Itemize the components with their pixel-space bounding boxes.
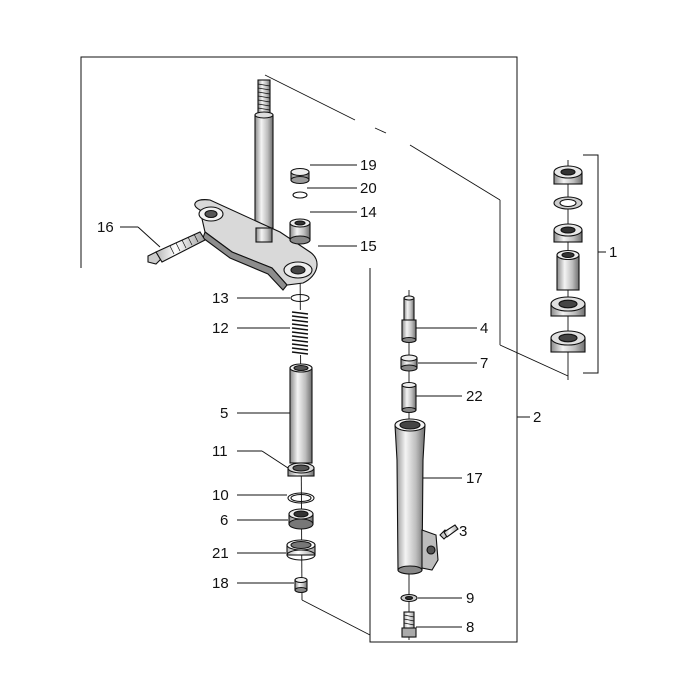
bearing-set-bracket xyxy=(583,154,599,374)
label-6: 6 xyxy=(220,512,228,529)
washer-9 xyxy=(400,593,418,603)
bushing-14 xyxy=(289,218,311,245)
bearing-set-1 xyxy=(550,165,586,353)
assembly-bracket-outline xyxy=(80,56,518,643)
steering-stem xyxy=(254,79,274,241)
fork-leg-17 xyxy=(394,418,439,575)
label-16: 16 xyxy=(97,219,114,236)
spring-12 xyxy=(291,310,309,355)
label-11: 11 xyxy=(212,443,228,460)
label-10: 10 xyxy=(212,487,229,504)
label-5: 5 xyxy=(220,405,228,422)
fork-yoke xyxy=(194,199,318,291)
screw-3 xyxy=(439,524,459,540)
bolt-8 xyxy=(401,611,417,638)
label-2: 2 xyxy=(533,409,541,426)
label-13: 13 xyxy=(212,290,229,307)
label-4: 4 xyxy=(480,320,488,337)
bushing-18 xyxy=(294,576,308,594)
seal-11 xyxy=(287,462,315,477)
label-18: 18 xyxy=(212,575,229,592)
bolt-16 xyxy=(147,231,206,265)
label-1: 1 xyxy=(609,244,617,261)
part-labels: 19 20 14 15 16 13 12 5 11 10 6 21 18 4 7… xyxy=(97,157,617,636)
label-15: 15 xyxy=(360,238,377,255)
sleeve-22 xyxy=(401,381,417,414)
label-8: 8 xyxy=(466,619,474,636)
label-7: 7 xyxy=(480,355,488,372)
oring-20 xyxy=(292,191,308,199)
label-12: 12 xyxy=(212,320,229,337)
label-20: 20 xyxy=(360,180,377,197)
label-14: 14 xyxy=(360,204,377,221)
leader-lines xyxy=(120,164,606,628)
label-9: 9 xyxy=(466,590,474,607)
label-22: 22 xyxy=(466,388,483,405)
cap-19 xyxy=(290,167,310,185)
bearing-6 xyxy=(288,508,314,530)
bushing-7 xyxy=(400,354,418,372)
ring-10 xyxy=(287,492,315,504)
rod-4 xyxy=(401,295,417,344)
ring-21 xyxy=(286,539,316,561)
label-3: 3 xyxy=(459,523,467,540)
washer-13 xyxy=(290,293,310,303)
tube-5 xyxy=(289,363,313,464)
label-21: 21 xyxy=(212,545,229,562)
label-19: 19 xyxy=(360,157,377,174)
label-17: 17 xyxy=(466,470,483,487)
